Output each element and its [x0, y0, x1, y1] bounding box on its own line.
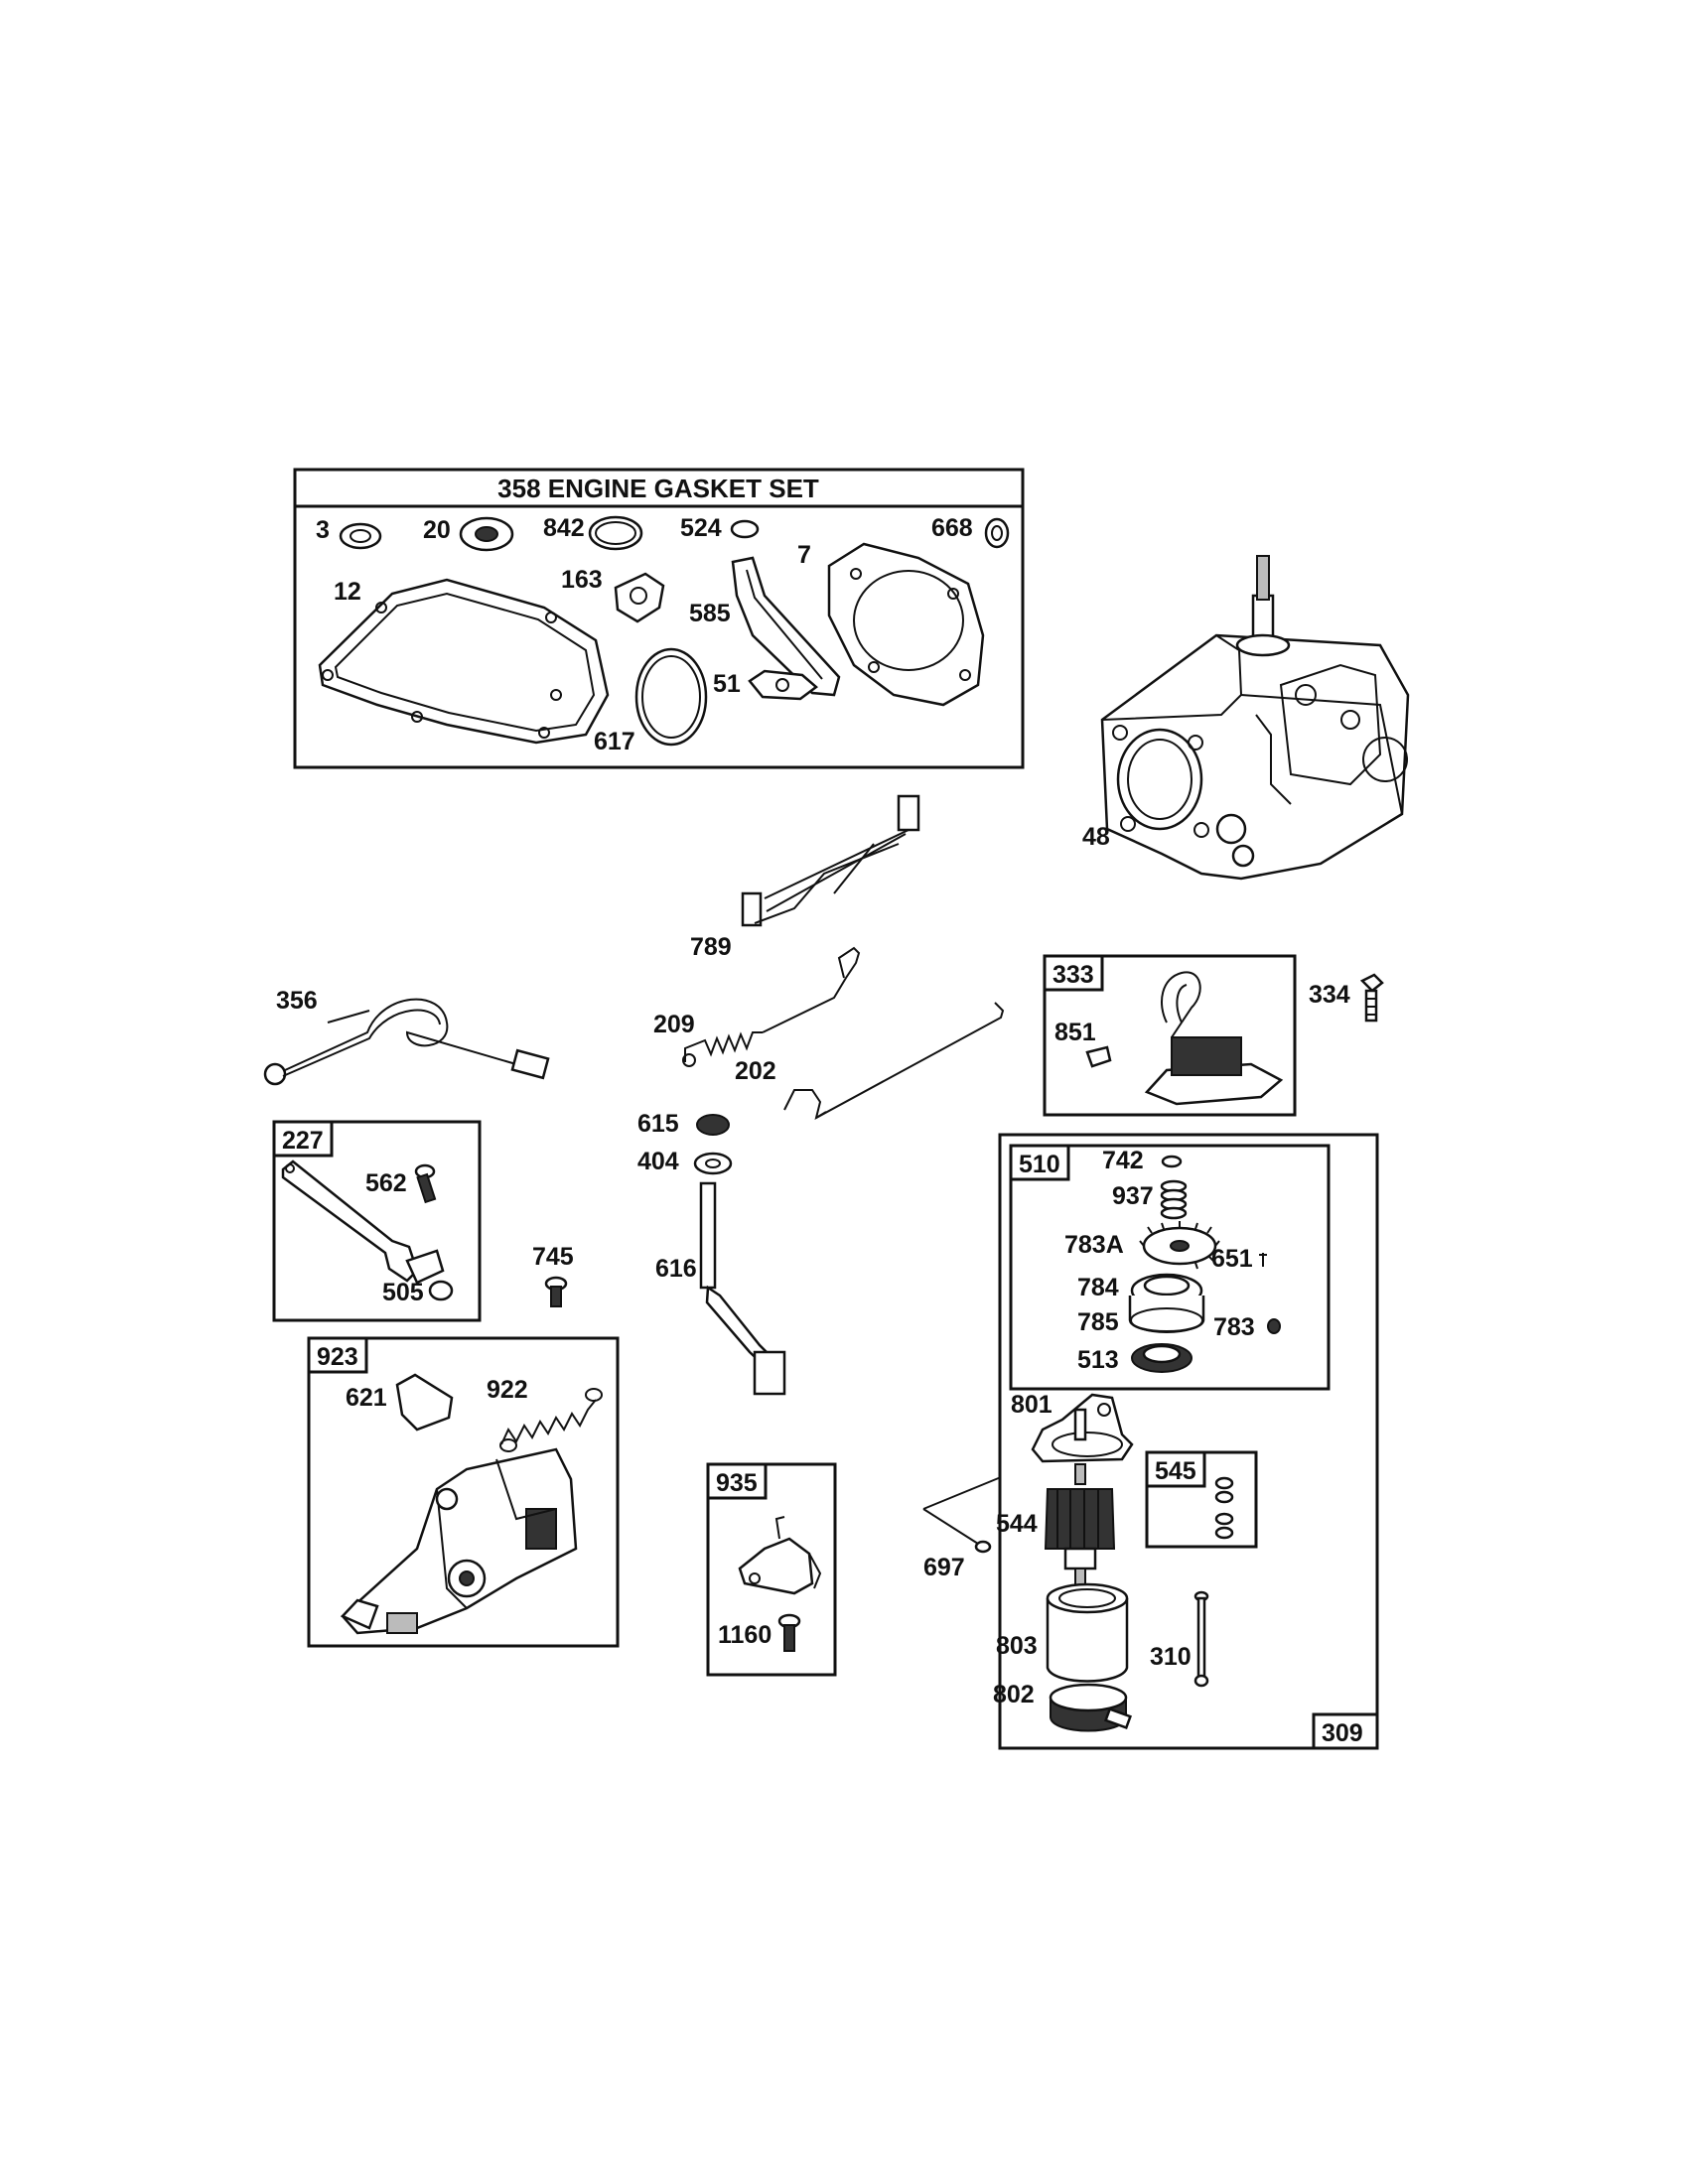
label-404: 404 [637, 1148, 679, 1175]
part-544-armature [1044, 1463, 1116, 1589]
part-513-clutch [1131, 1343, 1193, 1373]
part-922-spring [499, 1388, 603, 1452]
kit-923-label: 923 [317, 1343, 358, 1371]
label-615: 615 [637, 1110, 679, 1138]
part-802-end-cap [1049, 1683, 1132, 1732]
label-783A: 783A [1064, 1231, 1124, 1259]
part-48-cylinder-block [1100, 555, 1410, 881]
part-562-screw [414, 1163, 437, 1204]
label-310: 310 [1150, 1643, 1192, 1671]
kit-333-label: 333 [1052, 961, 1094, 989]
kit-923-box: 923 621 922 [307, 1336, 620, 1648]
label-621: 621 [346, 1384, 387, 1412]
label-668: 668 [931, 514, 973, 542]
part-789-ground-wire [741, 794, 920, 927]
kit-333-box: 333 851 [1043, 954, 1297, 1117]
part-615-governor-gear [696, 1114, 730, 1136]
part-334-screw [1359, 973, 1384, 1023]
part-668-washer [984, 517, 1010, 549]
label-562: 562 [365, 1169, 407, 1197]
part-12-crankcase-gasket [318, 578, 610, 745]
label-937: 937 [1112, 1182, 1154, 1210]
part-621-bracket [395, 1373, 454, 1432]
part-783-nut [1267, 1318, 1281, 1334]
label-334: 334 [1309, 981, 1350, 1009]
part-404-washer [693, 1152, 733, 1175]
part-651-pin [1259, 1253, 1267, 1267]
label-851: 851 [1054, 1019, 1096, 1046]
part-742-clip [1161, 1155, 1183, 1168]
part-1160-screw [777, 1613, 801, 1652]
part-745-screw [544, 1276, 568, 1307]
part-524-ring [730, 519, 760, 539]
label-163: 163 [561, 566, 603, 594]
label-505: 505 [382, 1279, 424, 1306]
label-801: 801 [1011, 1391, 1052, 1419]
gasket-set-box: 358 ENGINE GASKET SET 3 20 842 524 7 668… [293, 468, 1025, 769]
label-616: 616 [655, 1255, 697, 1283]
label-742: 742 [1102, 1147, 1144, 1174]
gasket-set-title: 358 ENGINE GASKET SET [497, 474, 819, 503]
part-51-exhaust-gasket [748, 669, 818, 701]
label-651: 651 [1211, 1245, 1253, 1273]
label-802: 802 [993, 1681, 1035, 1708]
kit-227-box: 227 562 505 [272, 1120, 482, 1322]
label-209: 209 [653, 1011, 695, 1038]
label-617: 617 [594, 728, 635, 755]
kit-935-box: 935 1160 [706, 1462, 837, 1677]
part-3-seal [339, 522, 382, 550]
label-922: 922 [487, 1376, 528, 1404]
kit-227-label: 227 [282, 1127, 324, 1155]
label-51: 51 [713, 670, 741, 698]
kit-309-label: 309 [1322, 1719, 1363, 1747]
label-1160: 1160 [718, 1621, 772, 1649]
part-356-wire [263, 998, 550, 1086]
part-163-carb-gasket [614, 572, 665, 623]
label-697: 697 [923, 1554, 965, 1581]
label-513: 513 [1077, 1346, 1119, 1374]
part-617-oring [634, 647, 708, 747]
part-310-through-bolt [1193, 1590, 1209, 1688]
kit-309-box: 309 510 742 937 783A 784 [993, 1133, 1379, 1750]
label-842: 842 [543, 514, 585, 542]
part-585-breather-gasket [731, 556, 841, 697]
label-585: 585 [689, 600, 731, 627]
part-851-clip [1085, 1045, 1112, 1068]
part-801-end-cap [1031, 1393, 1134, 1463]
label-544: 544 [996, 1510, 1038, 1538]
kit-935-label: 935 [716, 1469, 758, 1497]
part-785-housing [1128, 1296, 1205, 1333]
label-3: 3 [316, 516, 330, 544]
part-505-nut [428, 1280, 454, 1301]
part-7-head-gasket [827, 542, 985, 707]
label-202: 202 [735, 1057, 776, 1085]
part-697-bolts [922, 1476, 1002, 1554]
kit-510-label: 510 [1019, 1151, 1060, 1178]
label-12: 12 [334, 578, 361, 606]
part-202-governor-link [783, 1002, 1005, 1120]
part-937-spring [1160, 1179, 1188, 1220]
label-48: 48 [1082, 823, 1110, 851]
label-784: 784 [1077, 1274, 1119, 1301]
part-616-governor-crank [699, 1181, 786, 1396]
label-789: 789 [690, 933, 732, 961]
kit-545-label: 545 [1155, 1457, 1196, 1485]
label-20: 20 [423, 516, 451, 544]
label-745: 745 [532, 1243, 574, 1271]
label-803: 803 [996, 1632, 1038, 1660]
label-7: 7 [797, 541, 811, 569]
label-785: 785 [1077, 1308, 1119, 1336]
kit-545-box: 545 [1145, 1450, 1258, 1549]
label-524: 524 [680, 514, 722, 542]
part-783A-gear [1139, 1221, 1220, 1270]
part-209-spring [682, 946, 861, 1067]
label-356: 356 [276, 987, 318, 1015]
kit-510-box: 510 742 937 783A 784 785 [1009, 1144, 1331, 1391]
part-803-frame [1046, 1582, 1129, 1683]
label-783: 783 [1213, 1313, 1255, 1341]
